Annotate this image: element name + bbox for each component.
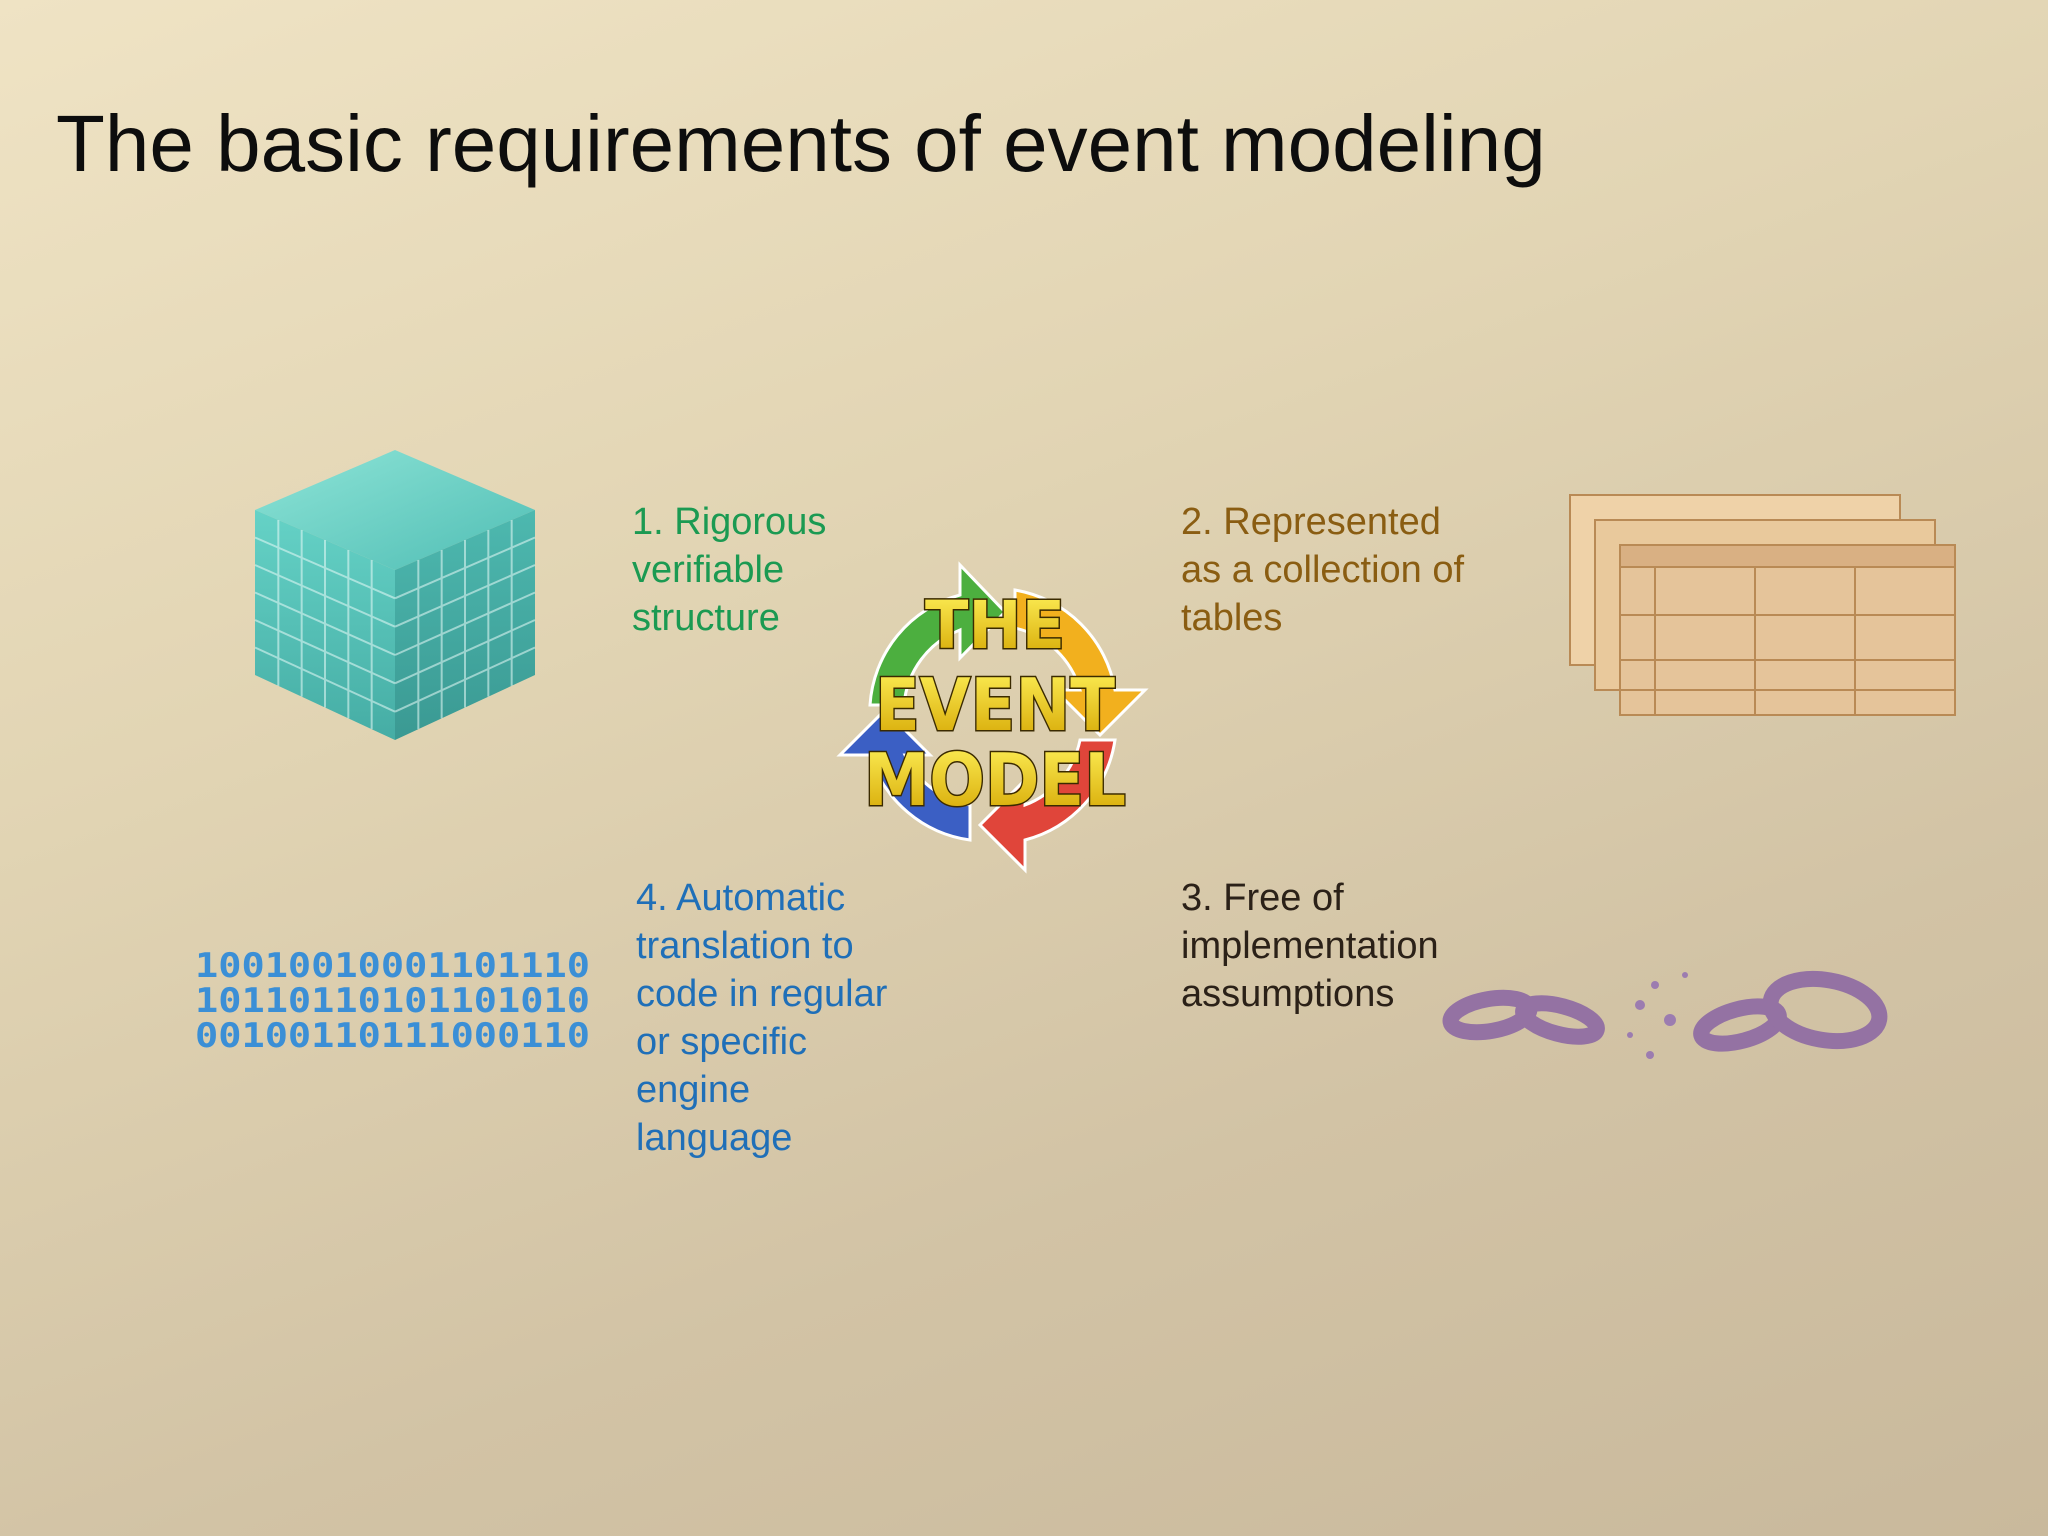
cube-lattice-icon [254,450,536,740]
requirement-2-text: 2. Represented as a collection of tables [1181,498,1464,642]
requirement-4-line: code in regular [636,973,888,1015]
requirement-1-line: structure [632,597,780,639]
requirement-3-line: implementation [1181,925,1439,967]
requirement-3-line: assumptions [1181,973,1395,1015]
logo-line: EVENT [875,663,1115,747]
requirement-4-line: engine [636,1069,751,1111]
binary-code-icon: 10010010001101110 10110110101101010 0010… [195,946,590,1055]
slide-title: The basic requirements of event modeling [56,99,1546,188]
requirement-1-text: 1. Rigorous verifiable structure [632,498,826,642]
requirement-2-line: as a collection of [1181,549,1465,591]
cycle-arrows-logo: THE EVENT MODEL [836,561,1149,874]
requirement-4-line: language [636,1117,793,1159]
requirement-4-line: translation to [636,925,854,967]
logo-line: THE [925,587,1065,664]
requirement-2-line: tables [1181,597,1283,639]
requirement-4-line: or specific [636,1021,808,1063]
requirement-1-line: verifiable [632,549,785,591]
binary-row: 10010010001101110 [195,946,590,986]
binary-row: 00100110111000110 [195,1016,590,1055]
requirement-3-line: 3. Free of [1181,877,1344,919]
broken-chain-icon [1442,970,1888,1059]
requirement-3-text: 3. Free of implementation assumptions [1181,874,1439,1018]
stacked-tables-icon [1569,494,1956,716]
requirement-4-line: 4. Automatic [636,877,846,919]
logo-line: MODEL [864,738,1126,822]
requirement-4-text: 4. Automatic translation to code in regu… [636,874,887,1162]
requirement-1-line: 1. Rigorous [632,501,827,543]
requirement-2-line: 2. Represented [1181,501,1441,543]
binary-row: 10110110101101010 [195,981,590,1021]
